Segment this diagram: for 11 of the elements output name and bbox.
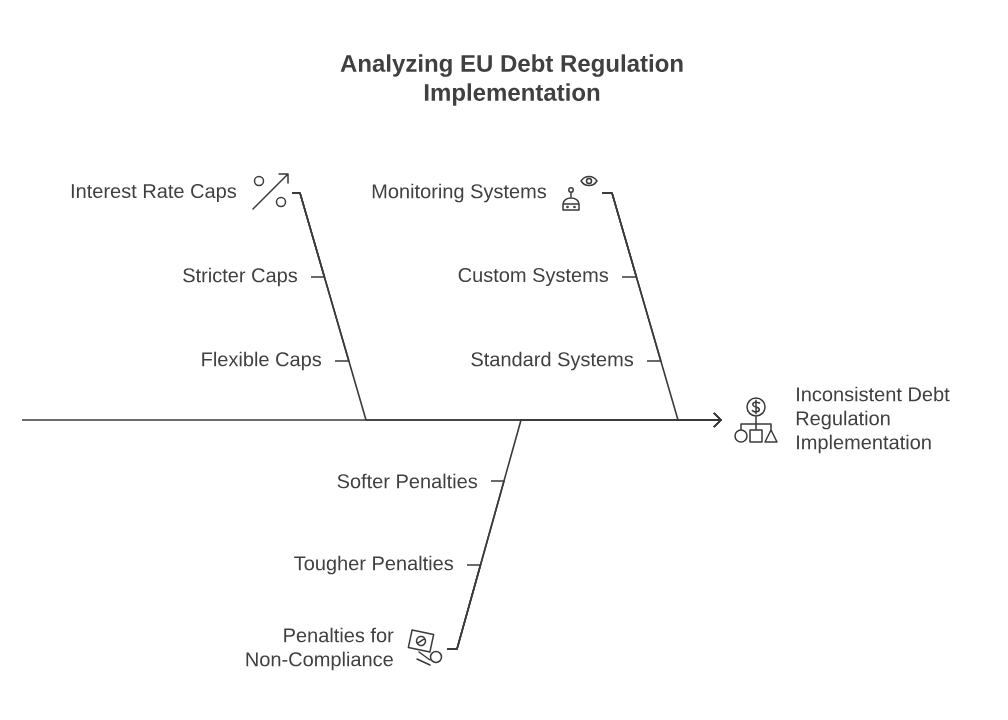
- cause-label: Custom Systems: [458, 267, 609, 287]
- cause-label: Tougher Penalties: [294, 555, 454, 575]
- cause-label: Flexible Caps: [202, 351, 322, 371]
- cause-label: Standard Systems: [471, 351, 634, 371]
- category-label: Monitoring Systems: [372, 183, 547, 203]
- category-label: Penalties for Non-Compliance: [246, 627, 394, 671]
- cause-label: Stricter Caps: [183, 267, 298, 287]
- title: Analyzing EU Debt Regulation Implementation: [340, 54, 683, 106]
- effect-label: Inconsistent Debt Regulation Implementation: [796, 386, 950, 454]
- category-label: Interest Rate Caps: [71, 183, 237, 203]
- cause-label: Softer Penalties: [337, 473, 478, 489]
